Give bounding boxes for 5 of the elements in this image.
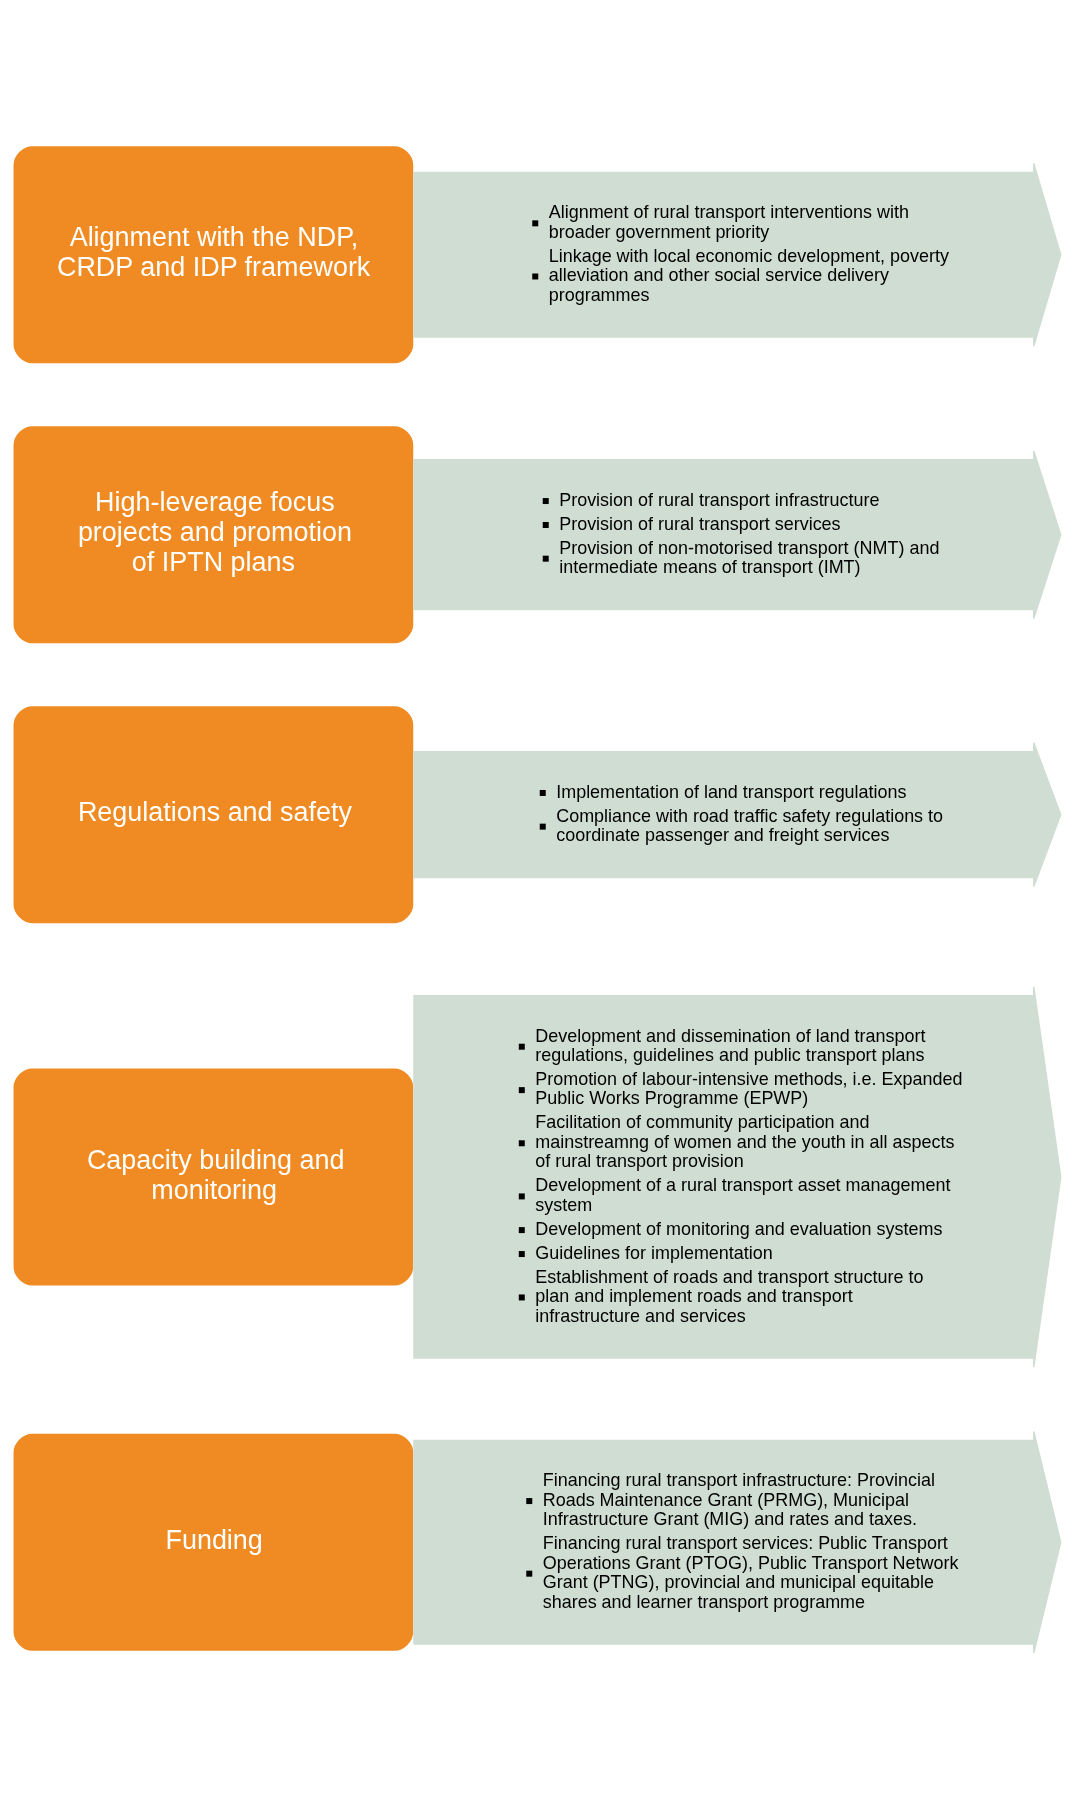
node-box: Alignment with the NDP, CRDP and IDP framework	[13, 146, 414, 364]
node-box: Funding	[13, 1433, 414, 1651]
node-box: Regulations and safety	[13, 706, 414, 924]
node-box: High-leverage focus projects and promotion of IPTN plans	[13, 426, 414, 644]
node-box: Capacity building and monitoring	[13, 1068, 414, 1286]
